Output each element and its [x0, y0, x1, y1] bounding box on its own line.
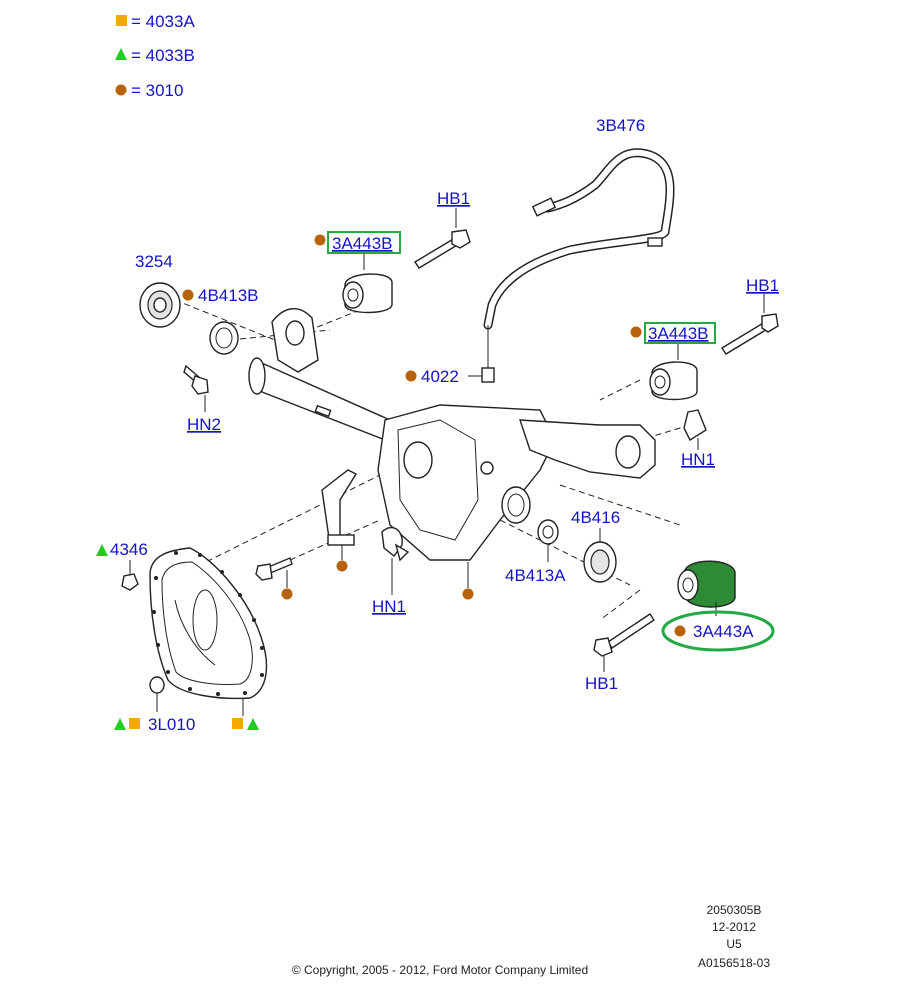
label-3a443a[interactable]: 3A443A	[693, 622, 754, 641]
seal-3254	[139, 282, 181, 328]
label-3a443b-right[interactable]: 3A443B	[648, 324, 709, 343]
label-hb1-top[interactable]: HB1	[437, 189, 470, 208]
bolt-hb1-bottom	[593, 613, 655, 672]
legend-4033b-text: = 4033B	[131, 46, 195, 65]
housing-leader	[462, 562, 474, 600]
clip-hn1-right	[683, 409, 707, 450]
bearing-4b413b	[182, 289, 239, 355]
label-3b476[interactable]: 3B476	[596, 116, 645, 135]
highlight-ellipse-3a443a	[661, 610, 775, 652]
dot-3a443a-icon	[674, 625, 686, 637]
vent-hose	[483, 148, 675, 372]
legend: = 4033A = 4033B = 3010	[115, 12, 195, 100]
triangle-cover-icon	[247, 718, 259, 730]
bushing-3a443b-left	[314, 231, 401, 314]
legend-4033a-text: = 4033A	[131, 12, 195, 31]
dot-bracket-icon	[336, 560, 348, 572]
bearing-4b413a	[537, 519, 559, 562]
highlight-box-3a443b-left	[327, 231, 401, 254]
footer: 2050305B 12-2012 U5 A0156518-03 © Copyri…	[292, 903, 771, 977]
label-hn2[interactable]: HN2	[187, 415, 221, 434]
cover-bolt-holes	[152, 551, 264, 696]
label-3l010[interactable]: 3L010	[148, 715, 195, 734]
bolt-hb1-top	[414, 208, 471, 269]
dot-housing-icon	[462, 588, 474, 600]
dot-4022-icon	[405, 370, 417, 382]
triangle-4346-icon	[96, 544, 108, 556]
bushing-3a443b-right	[630, 322, 716, 401]
clip-hn1-bottom	[381, 527, 410, 595]
legend-square-icon	[116, 15, 127, 26]
bracket-center	[321, 469, 357, 572]
bolt-4346	[96, 544, 139, 591]
axle-housing	[248, 308, 656, 561]
label-4022[interactable]: 4022	[421, 367, 459, 386]
label-4346[interactable]: 4346	[110, 540, 148, 559]
triangle-3l010-icon	[114, 718, 126, 730]
drawing-reference: A0156518-03	[698, 956, 770, 970]
label-3254[interactable]: 3254	[135, 252, 173, 271]
label-4b413b[interactable]: 4B413B	[198, 286, 259, 305]
label-hb1-bottom[interactable]: HB1	[585, 674, 618, 693]
dot-4b413b-icon	[182, 289, 194, 301]
dot-bolt-left-lower-icon	[281, 588, 293, 600]
label-hb1-right[interactable]: HB1	[746, 276, 779, 295]
drawing-date: 12-2012	[712, 920, 756, 934]
fitting-4022	[405, 367, 495, 383]
legend-triangle-icon	[115, 48, 127, 60]
square-3l010-icon	[129, 718, 140, 729]
copyright-text: © Copyright, 2005 - 2012, Ford Motor Com…	[292, 963, 588, 977]
dot-3a443b-left-icon	[314, 234, 326, 246]
seal-4b416	[583, 528, 617, 583]
label-hn1-bottom[interactable]: HN1	[372, 597, 406, 616]
label-hn1-right[interactable]: HN1	[681, 450, 715, 469]
dot-3a443b-right-icon	[630, 326, 642, 338]
rear-cover	[149, 547, 268, 716]
part-labels: 3B476 HB1 3254 4B413B 3A443B HB1 3A443B …	[110, 116, 779, 734]
bushing-3a443a	[661, 560, 775, 652]
legend-dot-icon	[115, 84, 127, 96]
label-3a443b-left[interactable]: 3A443B	[332, 234, 393, 253]
legend-3010-text: = 3010	[131, 81, 183, 100]
highlight-box-3a443b-right	[644, 322, 716, 344]
square-cover-icon	[232, 718, 243, 729]
drawing-code: 2050305B	[707, 903, 762, 917]
bolt-hb1-right	[721, 294, 779, 355]
label-4b413a[interactable]: 4B413A	[505, 566, 566, 585]
drawing-region: U5	[726, 937, 742, 951]
bolt-hn2	[183, 364, 209, 412]
label-4b416[interactable]: 4B416	[571, 508, 620, 527]
plug-3l010	[114, 676, 259, 730]
bolt-left-lower	[255, 557, 293, 600]
